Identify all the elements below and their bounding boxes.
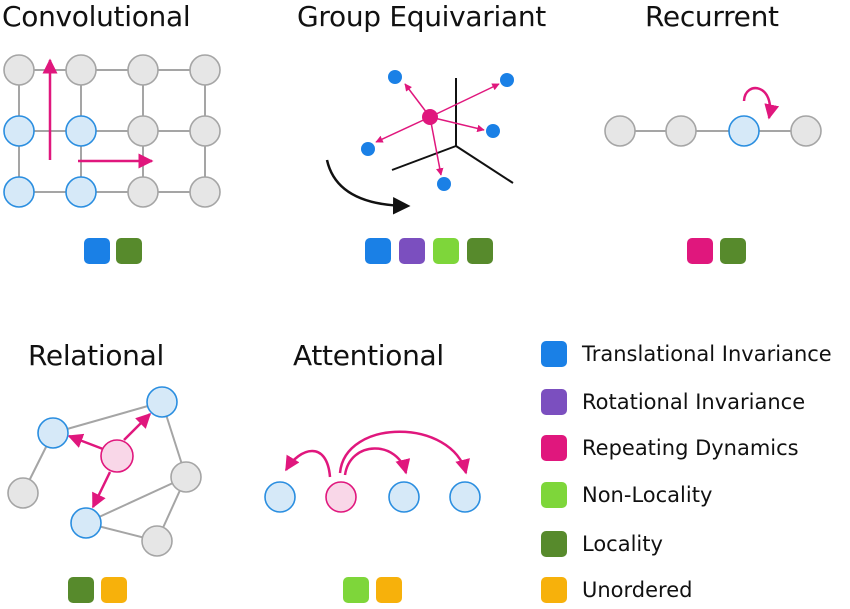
graph-node-neighbor [146, 386, 178, 418]
grid-node-highlighted [65, 115, 97, 147]
sequence-node [790, 115, 822, 147]
recurrent-title: Recurrent [645, 0, 779, 33]
graph-node [170, 461, 202, 493]
group-equivariant-title: Group Equivariant [297, 0, 546, 33]
badge-locality [467, 238, 493, 264]
legend-label-locality: Locality [582, 532, 663, 556]
orbit-point [361, 142, 375, 156]
grid-node [3, 54, 35, 86]
grid-node-highlighted [3, 176, 35, 208]
convolutional-title: Convolutional [2, 0, 191, 33]
grid-node [189, 115, 221, 147]
orbit-point [500, 73, 514, 87]
grid-node [189, 176, 221, 208]
graph-node-neighbor [37, 417, 69, 449]
legend-swatch-translational [541, 341, 567, 367]
attention-arrow-left [284, 449, 332, 478]
group-equivariant-diagram [325, 70, 514, 215]
attention-arrow-near [343, 447, 411, 476]
badge-locality [720, 238, 746, 264]
grid-node [127, 54, 159, 86]
graph-node [141, 525, 173, 557]
attentional-title: Attentional [293, 339, 444, 372]
token-node-query [325, 481, 357, 513]
legend-swatch-locality [541, 531, 567, 557]
orbit-points [361, 70, 514, 191]
badge-unordered [101, 577, 127, 603]
sequence-node [665, 115, 697, 147]
group-vectors [375, 83, 500, 176]
graph-node-center [100, 439, 134, 473]
self-loop-arrow [742, 86, 780, 120]
message-arrows [67, 412, 152, 509]
orbit-point [486, 124, 500, 138]
relational-title: Relational [28, 339, 164, 372]
badge-repeating [687, 238, 713, 264]
badge-locality [68, 577, 94, 603]
badge-nonlocality [343, 577, 369, 603]
grid-node [127, 115, 159, 147]
grid-node-highlighted [3, 115, 35, 147]
badge-unordered [376, 577, 402, 603]
relational-diagram [7, 386, 202, 557]
coordinate-axes [391, 78, 514, 184]
badge-translational [84, 238, 110, 264]
grid-node [65, 54, 97, 86]
token-node [388, 481, 420, 513]
legend-swatch-rotational [541, 389, 567, 415]
badge-nonlocality [433, 238, 459, 264]
graph-node [7, 477, 39, 509]
grid-nodes [3, 54, 221, 208]
badge-translational [365, 238, 391, 264]
orbit-point [437, 177, 451, 191]
badge-locality [116, 238, 142, 264]
legend-label-nonlocality: Non-Locality [582, 483, 713, 507]
rotation-arrow [325, 159, 411, 215]
token-node [449, 481, 481, 513]
grid-node-highlighted [65, 176, 97, 208]
recurrent-diagram [604, 86, 822, 147]
token-node [264, 481, 296, 513]
sequence-node [604, 115, 636, 147]
sequence-node-highlighted [728, 115, 760, 147]
convolutional-diagram [3, 54, 221, 208]
graph-node-neighbor [70, 507, 102, 539]
legend-label-unordered: Unordered [582, 578, 693, 602]
attention-arrow-far [338, 430, 470, 475]
center-point [422, 109, 438, 125]
legend-label-repeating: Repeating Dynamics [582, 436, 799, 460]
grid-node [189, 54, 221, 86]
legend-label-rotational: Rotational Invariance [582, 390, 806, 414]
attentional-diagram [264, 430, 481, 513]
grid-edges [18, 69, 206, 193]
legend-swatch-repeating [541, 435, 567, 461]
grid-node [127, 176, 159, 208]
badge-rotational [399, 238, 425, 264]
legend-label-translational: Translational Invariance [582, 342, 832, 366]
orbit-point [388, 70, 402, 84]
legend-swatch-nonlocality [541, 482, 567, 508]
legend-swatch-unordered [541, 577, 567, 603]
